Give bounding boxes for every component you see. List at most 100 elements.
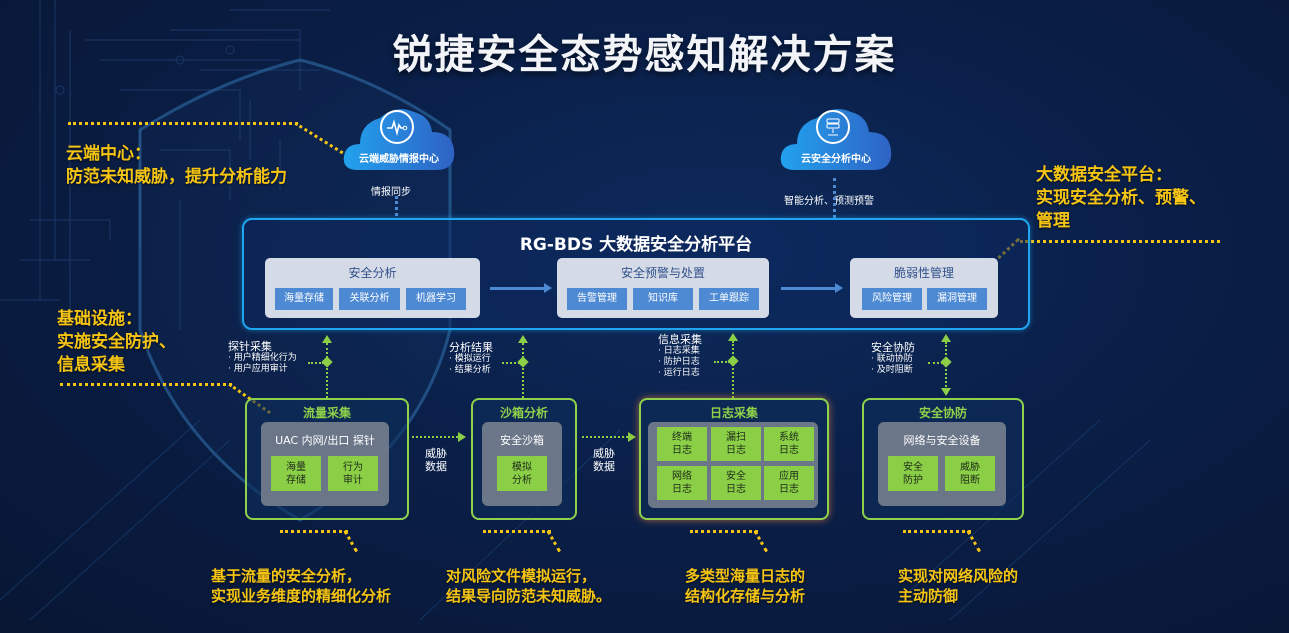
connector-item: · 防护日志 bbox=[658, 357, 700, 367]
connector-title: 信息采集 bbox=[658, 333, 702, 346]
connector-item-text: 运行日志 bbox=[663, 368, 700, 378]
flow-arrow-line bbox=[582, 436, 628, 438]
connector-line bbox=[326, 343, 328, 398]
connector-item-text: 防护日志 bbox=[663, 357, 700, 367]
chip-mass-storage[interactable]: 海量存储 bbox=[275, 288, 333, 310]
panel-title: 安全预警与处置 bbox=[620, 266, 705, 280]
cell-simulation-analysis[interactable]: 模拟分析 bbox=[497, 456, 547, 491]
connector-item-text: 用户精细化行为 bbox=[233, 353, 297, 363]
cell-behavior-audit[interactable]: 行为审计 bbox=[328, 456, 378, 491]
cell-endpoint-log[interactable]: 终端日志 bbox=[657, 427, 707, 461]
connector-item: · 日志采集 bbox=[658, 346, 700, 356]
connector-intel-sync bbox=[395, 196, 398, 216]
note-cloud-center: 云端中心： 防范未知威胁，提升分析能力 bbox=[66, 143, 287, 189]
callout-line-cloud bbox=[68, 122, 298, 125]
arrow-up-icon bbox=[941, 334, 951, 342]
stage-sandbox-analysis: 沙箱分析 安全沙箱 模拟分析 bbox=[471, 398, 577, 520]
inner-title: 网络与安全设备 bbox=[903, 434, 981, 447]
edge-label-intel-sync: 情报同步 bbox=[371, 187, 411, 198]
sandbox-box: 安全沙箱 模拟分析 bbox=[482, 422, 562, 506]
callout-line-bottom-diag bbox=[753, 530, 768, 553]
stage-title: 安全协防 bbox=[918, 406, 967, 420]
note-big-data: 大数据安全平台： 实现安全分析、预警、 管理 bbox=[1036, 164, 1206, 233]
connector-node bbox=[517, 356, 529, 368]
panel-alert-response: 安全预警与处置 告警管理 知识库 工单跟踪 bbox=[557, 258, 769, 318]
note-cloud-center-desc: 防范未知威胁，提升分析能力 bbox=[66, 167, 287, 187]
cloud-threat-intel-label: 云端威胁情报中心 bbox=[359, 154, 439, 165]
arrow-up-icon bbox=[322, 335, 332, 343]
cell-network-log[interactable]: 网络日志 bbox=[657, 466, 707, 500]
stage-security-collab-defense: 安全协防 网络与安全设备 安全防护 威胁阻断 bbox=[862, 398, 1024, 520]
cell-application-log[interactable]: 应用日志 bbox=[764, 466, 814, 500]
pulse-icon bbox=[380, 110, 414, 144]
chip-alert-management[interactable]: 告警管理 bbox=[567, 288, 627, 310]
chip-correlation-analysis[interactable]: 关联分析 bbox=[339, 288, 400, 310]
note-infrastructure-desc1: 实施安全防护、 bbox=[57, 332, 176, 352]
network-security-device-box: 网络与安全设备 安全防护 威胁阻断 bbox=[878, 422, 1006, 506]
bottom-note-sandbox: 对风险文件模拟运行，结果导向防范未知威胁。 bbox=[446, 567, 612, 605]
flow-arrow-line bbox=[412, 436, 458, 438]
note-cloud-center-title: 云端中心： bbox=[66, 144, 151, 164]
note-big-data-desc1: 实现安全分析、预警、 bbox=[1036, 188, 1206, 208]
connector-dots bbox=[502, 362, 520, 364]
cloud-security-analysis[interactable]: 云安全分析中心 bbox=[776, 104, 896, 172]
connector-dots bbox=[928, 362, 943, 364]
connector-label-defense: 安全协防 · 联动协防 · 及时阻断 bbox=[871, 341, 915, 376]
panel-security-analysis: 安全分析 海量存储 关联分析 机器学习 bbox=[265, 258, 480, 318]
arrow-right-icon bbox=[628, 432, 636, 442]
stage-log-collection: 日志采集 终端日志 漏扫日志 系统日志 网络日志 安全日志 应用日志 bbox=[639, 398, 829, 520]
cloud-threat-intel[interactable]: 云端威胁情报中心 bbox=[340, 104, 458, 172]
connector-line bbox=[522, 343, 524, 398]
stage-title: 流量采集 bbox=[302, 406, 351, 420]
inner-title: 安全沙箱 bbox=[500, 434, 544, 447]
connector-title: 分析结果 bbox=[449, 341, 493, 354]
connector-dots bbox=[308, 362, 324, 364]
cloud-security-analysis-label: 云安全分析中心 bbox=[801, 154, 871, 165]
cell-mass-storage[interactable]: 海量存储 bbox=[271, 456, 321, 491]
connector-item-text: 及时阻断 bbox=[876, 365, 913, 375]
inner-title: UAC 内网/出口 探针 bbox=[275, 434, 375, 447]
note-big-data-desc2: 管理 bbox=[1036, 211, 1070, 231]
stage-title: 沙箱分析 bbox=[499, 406, 548, 420]
note-infrastructure-title: 基础设施： bbox=[57, 309, 142, 329]
chip-ticket-tracking[interactable]: 工单跟踪 bbox=[699, 288, 759, 310]
cell-system-log[interactable]: 系统日志 bbox=[764, 427, 814, 461]
connector-item: · 模拟运行 bbox=[449, 354, 491, 364]
connector-item: · 用户应用审计 bbox=[228, 364, 288, 374]
callout-line-bottom bbox=[903, 530, 971, 533]
stage-title: 日志采集 bbox=[709, 406, 758, 420]
cell-security-log[interactable]: 安全日志 bbox=[711, 466, 761, 500]
bottom-note-logs: 多类型海量日志的结构化存储与分析 bbox=[685, 567, 806, 605]
note-infrastructure-desc2: 信息采集 bbox=[57, 355, 125, 375]
arrow-up-icon bbox=[518, 335, 528, 343]
cell-threat-blocking[interactable]: 威胁阻断 bbox=[945, 456, 995, 491]
connector-dots bbox=[714, 361, 730, 363]
connector-item: · 用户精细化行为 bbox=[228, 353, 297, 363]
flow-label-threat-data: 威胁数据 bbox=[593, 447, 615, 473]
log-box: 终端日志 漏扫日志 系统日志 网络日志 安全日志 应用日志 bbox=[648, 422, 818, 508]
callout-line-bigdata bbox=[1020, 240, 1220, 243]
callout-line-bottom bbox=[280, 530, 348, 533]
flow-label-threat-data: 威胁数据 bbox=[425, 447, 447, 473]
callout-line-bottom-diag bbox=[546, 530, 561, 553]
cell-scan-log[interactable]: 漏扫日志 bbox=[711, 427, 761, 461]
callout-line-bottom bbox=[483, 530, 551, 533]
chip-machine-learning[interactable]: 机器学习 bbox=[406, 288, 466, 310]
connector-node bbox=[940, 356, 952, 368]
chip-vuln-management[interactable]: 漏洞管理 bbox=[927, 288, 987, 310]
callout-line-infra bbox=[60, 383, 232, 386]
connector-title: 探针采集 bbox=[228, 340, 272, 353]
cell-security-protection[interactable]: 安全防护 bbox=[888, 456, 938, 491]
panel-title: 脆弱性管理 bbox=[893, 266, 954, 280]
connector-item: · 结果分析 bbox=[449, 365, 491, 375]
chip-knowledge-base[interactable]: 知识库 bbox=[633, 288, 693, 310]
connector-node bbox=[727, 355, 739, 367]
panel-title: 安全分析 bbox=[348, 266, 397, 280]
uac-probe-box: UAC 内网/出口 探针 海量存储 行为审计 bbox=[261, 422, 389, 506]
connector-item-text: 结果分析 bbox=[454, 365, 491, 375]
rg-bds-platform: RG-BDS 大数据安全分析平台 安全分析 海量存储 关联分析 机器学习 安全预… bbox=[242, 218, 1030, 330]
connector-item-text: 联动协防 bbox=[876, 354, 913, 364]
callout-line-bottom bbox=[690, 530, 758, 533]
chip-risk-management[interactable]: 风险管理 bbox=[862, 288, 922, 310]
connector-label-analysis: 分析结果 · 模拟运行 · 结果分析 bbox=[449, 341, 493, 376]
